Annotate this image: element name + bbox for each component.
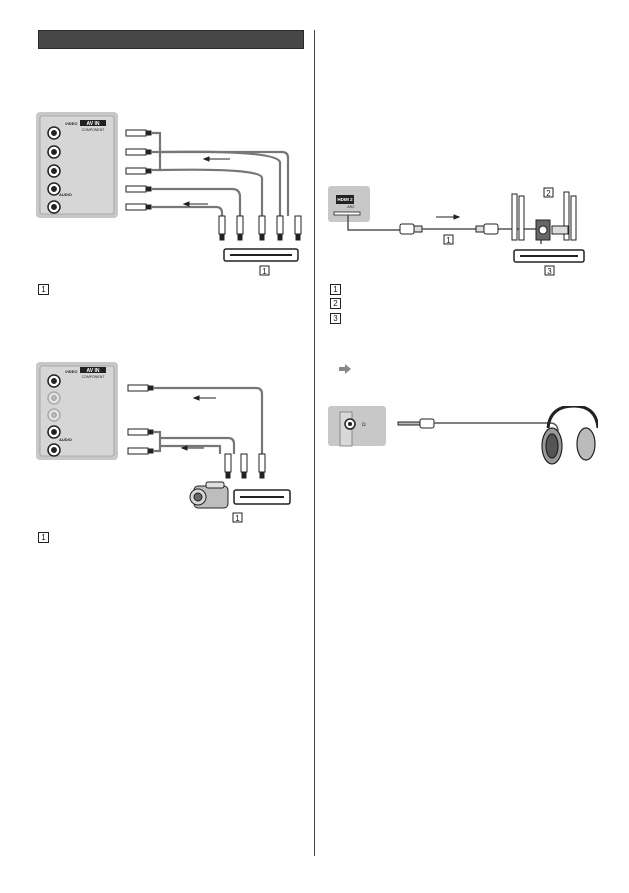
av-device	[233, 489, 291, 505]
legend-number-left-1: 1	[38, 284, 49, 295]
camcorder-icon	[189, 481, 229, 509]
headphone-connection-diagram: Ω	[328, 406, 598, 465]
legend-number-right-3: 3	[330, 313, 341, 324]
hdmi-plug-left	[399, 223, 423, 235]
hdmi-arc-connection-diagram: HDMI 2 ARC 1 2 3	[328, 186, 585, 276]
audio-label: AUDIO	[59, 437, 72, 442]
av-in-label-bg	[80, 120, 106, 126]
amplifier-number: 3	[547, 267, 552, 276]
hdmi-port-label: HDMI 2	[337, 197, 353, 202]
headphone-jack-panel	[328, 406, 386, 446]
audio-label: AUDIO	[59, 192, 72, 197]
video-label: VIDEO	[65, 121, 77, 126]
panel-plugs	[125, 129, 152, 211]
section-header-bar	[38, 30, 304, 49]
av-device	[223, 248, 299, 262]
direction-arrows	[182, 156, 230, 207]
arc-label: ARC	[347, 205, 355, 209]
legend-number-left-2: 1	[38, 532, 49, 543]
device-number: 1	[235, 514, 240, 523]
headphone-plug	[397, 418, 435, 429]
jack-row	[47, 126, 61, 214]
hdmi-plug-right	[475, 223, 499, 235]
device-plugs	[218, 215, 302, 241]
cable-number: 1	[446, 236, 451, 245]
reference-arrow-icon	[339, 364, 351, 374]
amplifier	[513, 249, 585, 263]
column-divider	[314, 30, 315, 856]
component-label: COMPONENT	[82, 128, 106, 132]
headphone-jack-label: Ω	[362, 422, 366, 428]
device-number: 1	[262, 267, 267, 276]
legend-number-right-2: 2	[330, 298, 341, 309]
av-in-label: AV IN	[87, 368, 100, 374]
video-label: VIDEO	[65, 369, 77, 374]
direction-arrow	[436, 214, 461, 220]
headphones-icon	[541, 406, 598, 465]
speaker-number: 2	[546, 189, 551, 198]
cables	[151, 131, 290, 216]
legend-number-right-1: 1	[330, 284, 341, 295]
component-connection-diagram: AV IN COMPONENT VIDEO AUDIO	[36, 112, 302, 276]
composite-connection-diagram: AV IN COMPONENT VIDEO AUDIO	[36, 362, 291, 523]
component-label: COMPONENT	[82, 375, 106, 379]
speaker-system-icon	[511, 191, 577, 241]
av-in-label: AV IN	[87, 121, 100, 127]
